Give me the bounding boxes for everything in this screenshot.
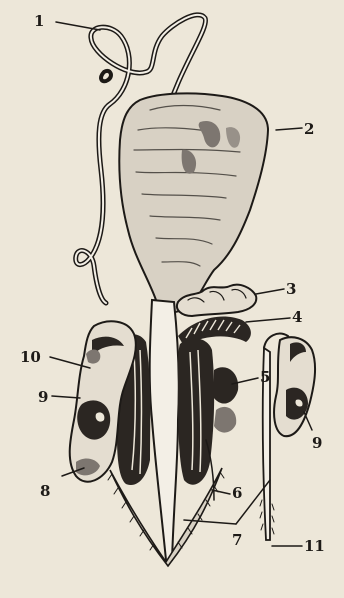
label-6: 6 [232, 484, 242, 502]
label-5: 5 [260, 368, 270, 386]
label-4: 4 [292, 308, 302, 326]
label-3: 3 [286, 280, 296, 298]
label-10: 10 [20, 348, 41, 366]
label-7: 7 [232, 531, 242, 549]
label-9-right: 9 [312, 434, 322, 452]
label-8: 8 [40, 482, 50, 500]
label-11: 11 [304, 537, 325, 555]
label-2: 2 [304, 120, 314, 138]
label-1: 1 [34, 12, 44, 30]
label-9-left: 9 [38, 388, 48, 406]
